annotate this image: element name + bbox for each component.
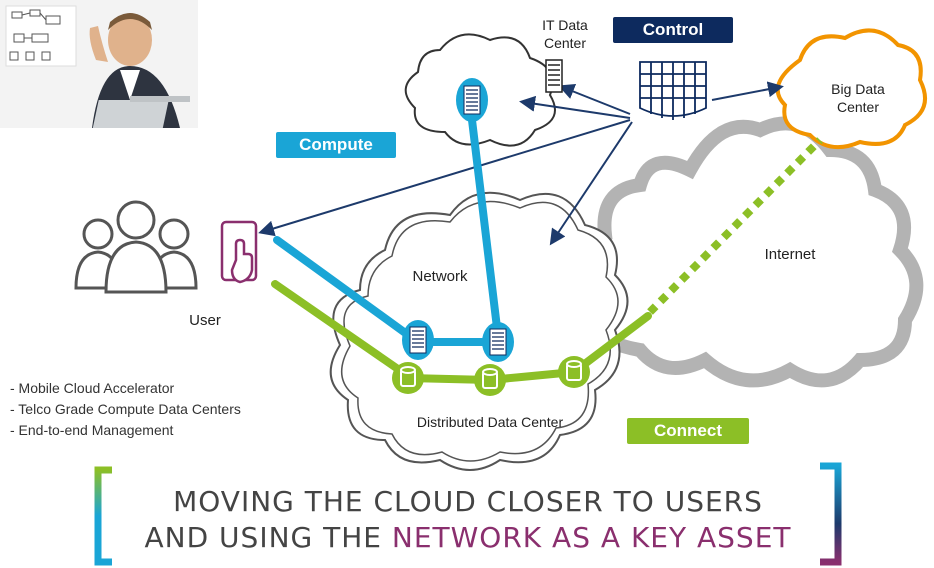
feature-item: - End-to-end Management	[10, 422, 174, 438]
users-icon	[74, 200, 198, 294]
database-node-1	[392, 362, 424, 394]
control-grid-icon	[639, 61, 707, 120]
tagline-line-1: MOVING THE CLOUD CLOSER TO USERS	[173, 485, 763, 518]
tagline-line-2: AND USING THE NETWORK AS A KEY ASSET	[118, 520, 818, 556]
feature-item: - Telco Grade Compute Data Centers	[10, 401, 241, 417]
it-data-center-label: IT Data Center	[542, 17, 588, 51]
tagline-line-2-prefix: AND USING THE	[144, 521, 392, 554]
distributed-data-center-label: Distributed Data Center	[416, 414, 564, 430]
internet-link-dotted	[647, 137, 823, 315]
tablet-touch-icon	[220, 220, 258, 284]
user-label: User	[189, 312, 221, 329]
left-bracket	[94, 466, 112, 566]
server-node-network-right	[482, 322, 514, 362]
control-badge: Control	[613, 17, 733, 43]
feature-item: - Mobile Cloud Accelerator	[10, 380, 175, 396]
tagline: MOVING THE CLOUD CLOSER TO USERS AND USI…	[118, 484, 818, 556]
network-label: Network	[412, 268, 468, 285]
connect-badge: Connect	[627, 418, 749, 444]
internet-label: Internet	[764, 246, 816, 263]
tagline-highlight: NETWORK AS A KEY ASSET	[391, 521, 792, 554]
server-node-network-left	[402, 320, 434, 360]
network-cloud	[329, 191, 629, 471]
big-data-center-label: Big Data Center	[831, 81, 885, 115]
feature-list: - Mobile Cloud Accelerator - Telco Grade…	[10, 378, 241, 441]
database-node-2	[474, 364, 506, 396]
compute-badge: Compute	[276, 132, 396, 158]
right-bracket	[820, 462, 842, 566]
control-arrows	[258, 81, 784, 246]
server-rack-icon	[545, 59, 563, 93]
big-data-cloud	[775, 28, 927, 150]
presenter-photo	[0, 0, 198, 128]
database-node-3	[558, 356, 590, 388]
server-node-it	[456, 78, 488, 122]
